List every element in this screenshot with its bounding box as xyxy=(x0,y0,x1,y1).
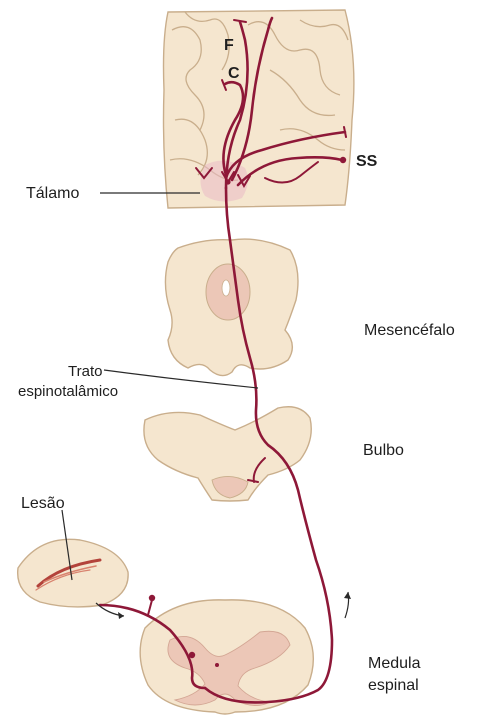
cortex-label-c: C xyxy=(228,65,240,82)
arrow-right-icon xyxy=(118,612,124,619)
tract-label-line1: Trato xyxy=(68,363,102,380)
midbrain-label: Mesencéfalo xyxy=(364,322,455,339)
spinal-cord-section xyxy=(140,600,313,714)
cerebral-cortex xyxy=(164,10,354,208)
spinal-label-line2: espinal xyxy=(368,677,419,694)
tract-label-line2: espinotalâmico xyxy=(18,383,118,400)
tract-leader xyxy=(104,370,258,388)
lesion-label: Lesão xyxy=(21,495,65,512)
cortex-label-f: F xyxy=(224,37,234,54)
arrow-up-icon xyxy=(344,592,351,599)
thalamus-label: Tálamo xyxy=(26,185,79,202)
cortex-label-ss: SS xyxy=(356,153,378,170)
medulla-label: Bulbo xyxy=(363,442,404,459)
lesion-segment xyxy=(18,539,128,607)
medulla-section xyxy=(144,407,311,501)
spinal-label-line1: Medula xyxy=(368,655,421,672)
